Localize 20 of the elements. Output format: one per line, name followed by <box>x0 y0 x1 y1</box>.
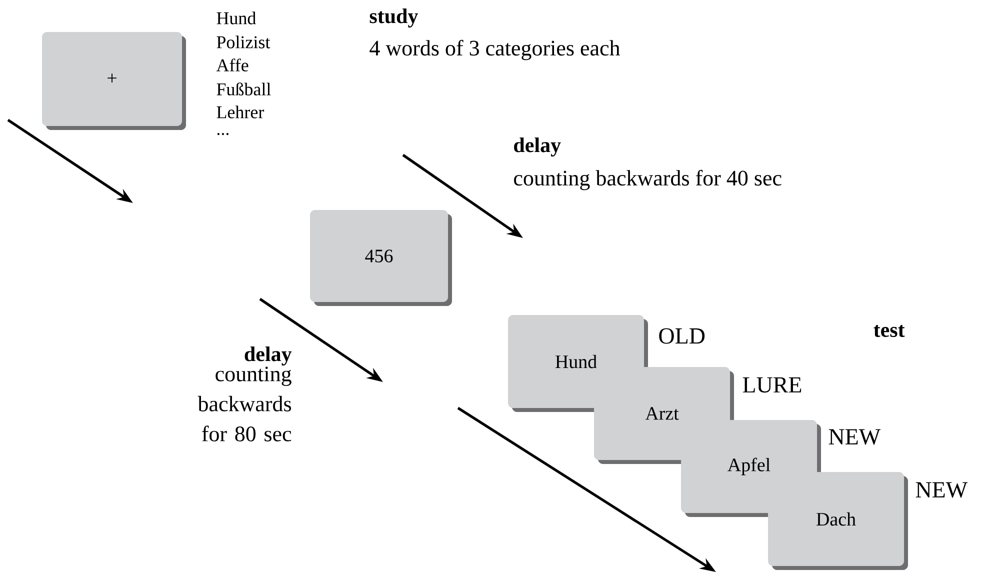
label-text: 4 words of 3 categories each <box>370 40 620 60</box>
screen-box: Dach <box>768 472 908 570</box>
screen-box: + <box>42 32 186 130</box>
label-text: Polizist <box>216 36 270 48</box>
label-text: counting backwards for 40 sec <box>514 170 782 190</box>
label-text: Lehrer <box>216 106 264 118</box>
response-label: NEW <box>828 429 881 445</box>
screen-box: 456 <box>310 210 452 306</box>
heading: delay <box>514 137 561 157</box>
heading: delay <box>244 346 292 366</box>
heading: study <box>370 8 418 28</box>
response-label: NEW <box>916 482 968 498</box>
label-text: counting backwards for 80 sec <box>198 366 292 442</box>
label-text: ... <box>217 132 229 136</box>
heading: test <box>874 325 905 338</box>
response-label: LURE <box>742 377 802 393</box>
label-text: Affe <box>216 58 248 72</box>
label-text: Fußball <box>216 82 271 96</box>
label-text: Hund <box>216 12 256 24</box>
response-label: OLD <box>659 328 705 344</box>
